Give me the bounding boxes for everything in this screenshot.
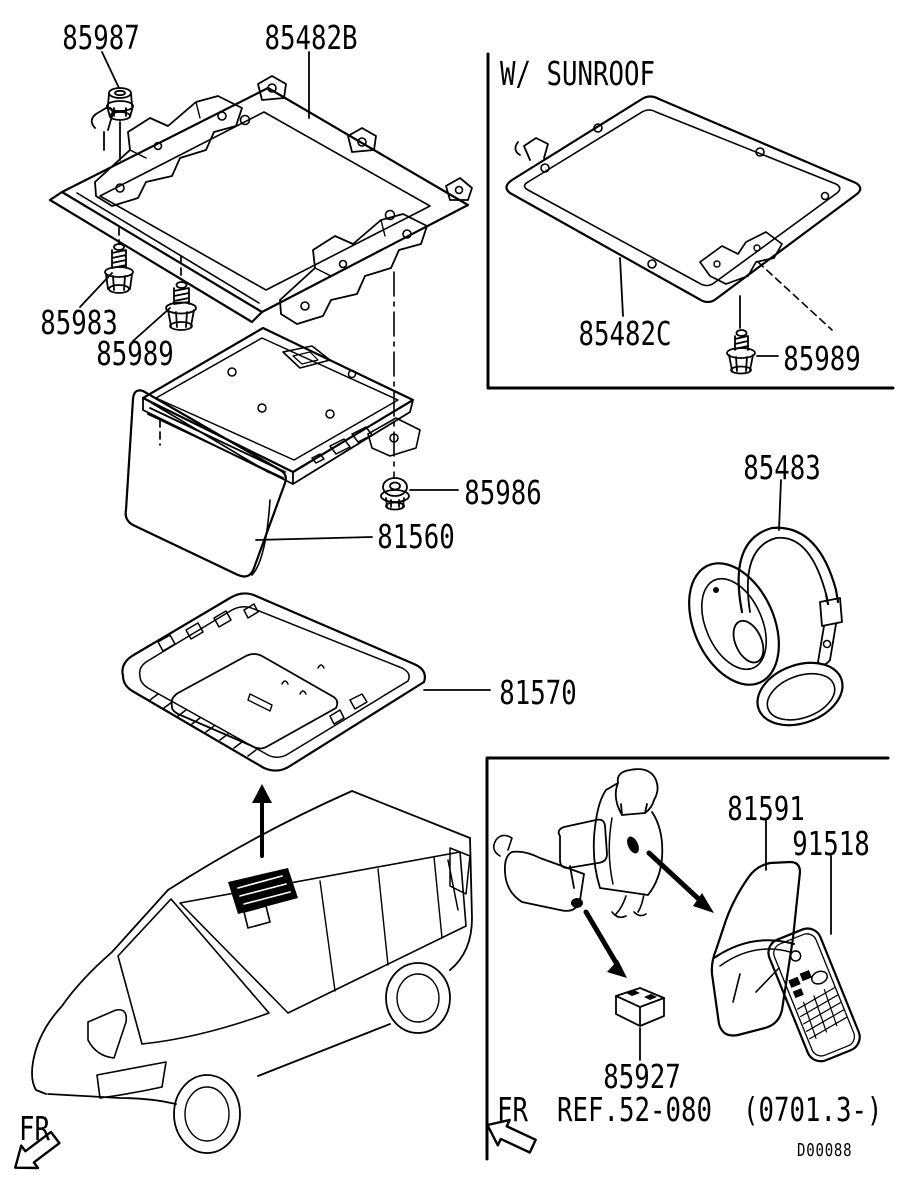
callout-85986: 85986 [464, 473, 542, 512]
remote-inset-border [487, 758, 888, 1159]
vehicle-illustration [32, 791, 472, 1153]
seat-to-sensor-arrow [586, 912, 627, 978]
nut-85986 [381, 478, 409, 510]
callout-81591: 81591 [727, 789, 805, 828]
roof-bracket-assembly-85482B [50, 76, 472, 324]
clip-85987 [107, 88, 133, 120]
remote-control-91518 [764, 924, 864, 1065]
callout-91518: 91518 [792, 824, 870, 863]
sunroof-inset-border [488, 54, 893, 388]
callout-81560: 81560 [377, 517, 455, 556]
sunroof-inset-title: W/ SUNROOF [500, 54, 655, 93]
leader-lines [80, 52, 831, 1060]
callout-85482C: 85482C [578, 314, 672, 353]
fr-label-left: FR [19, 1109, 51, 1148]
callout-85989-right: 85989 [783, 339, 861, 378]
callout-85482B: 85482B [264, 18, 358, 57]
seat-illustration [494, 769, 663, 917]
display-unit-81560 [126, 328, 420, 576]
reference-label: REF.52-080 (0701.3-) [557, 1090, 883, 1129]
fr-arrow-right-icon [482, 1112, 539, 1159]
callout-81570: 81570 [499, 673, 577, 712]
sensor-85927 [616, 988, 664, 1026]
bolt-85989-right [727, 330, 755, 374]
screw-85983 [105, 244, 133, 293]
screw-85989-left [166, 282, 196, 330]
callout-85983: 85983 [40, 303, 118, 342]
drawing-number: D00088 [797, 1140, 853, 1161]
sunroof-frame-85482C [506, 97, 860, 331]
seat-to-holder-arrow [649, 853, 714, 913]
fr-label-right: FR [497, 1090, 529, 1129]
housing-81570 [122, 593, 424, 770]
remote-holder-81591 [712, 862, 800, 1036]
hidden-assembly-lines [119, 228, 181, 445]
install-arrow [252, 784, 272, 856]
callout-85927: 85927 [603, 1057, 681, 1096]
headphones-85483 [671, 528, 851, 737]
fr-arrow-left-icon [7, 1126, 64, 1178]
callout-85483: 85483 [743, 448, 821, 487]
callout-85989-left: 85989 [96, 334, 174, 373]
callout-85987: 85987 [62, 18, 140, 57]
